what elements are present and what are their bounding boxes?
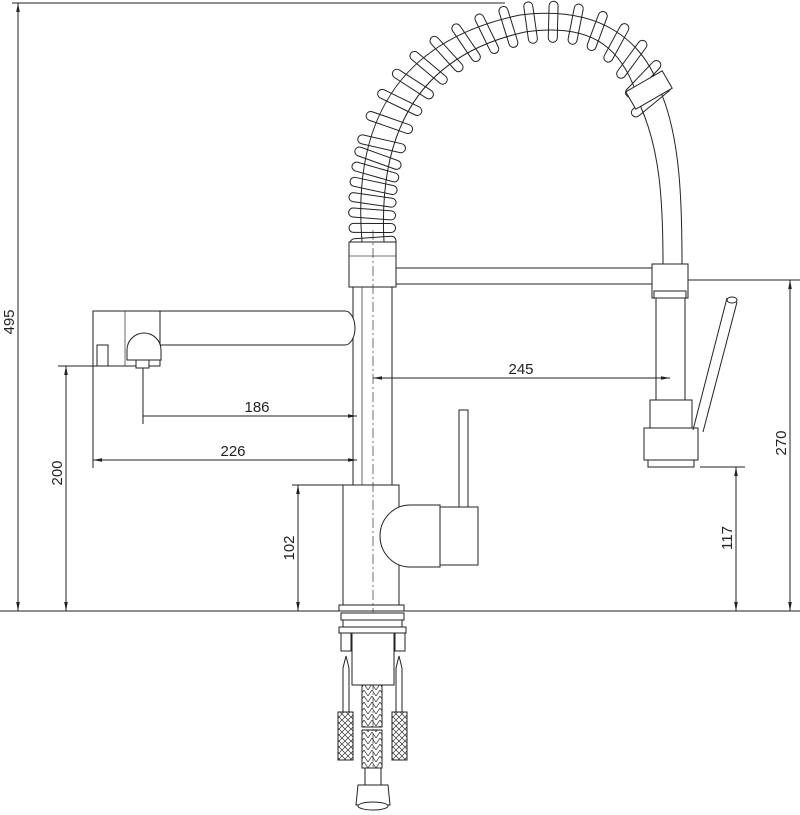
hose-right-inner [639, 104, 664, 265]
spring-coil [351, 161, 400, 183]
dimension-495: 495 [1, 2, 505, 611]
cartridge-housing [379, 504, 441, 568]
spring-coil [377, 88, 423, 116]
dimension-102: 102 [281, 484, 343, 611]
spring-coil [365, 110, 414, 135]
spring-coil [348, 222, 397, 234]
spring-coil [567, 3, 584, 45]
handle-lever [458, 409, 469, 508]
spring-coil [474, 13, 500, 54]
spring-coil [409, 50, 448, 85]
dimension-245: 245 [373, 361, 670, 380]
swivel-spout [92, 310, 356, 369]
spring-coil [523, 1, 538, 44]
spout-column [348, 241, 397, 486]
dimension-label-117: 117 [719, 526, 736, 550]
hose-end-collar [625, 70, 673, 110]
spring-coil [348, 207, 397, 221]
spring-coil [603, 23, 630, 63]
sprayer [643, 263, 738, 468]
dimension-186: 186 [142, 368, 357, 424]
dimension-label-200: 200 [49, 460, 66, 485]
hose-right-outer [661, 94, 683, 265]
mounting-hardware [337, 612, 408, 811]
dimension-label-186: 186 [244, 399, 269, 416]
spring-coil [586, 10, 608, 51]
spring-coil [616, 39, 648, 79]
spring-coil [349, 176, 398, 195]
dimension-label-102: 102 [281, 535, 298, 560]
spring-coil [391, 68, 434, 100]
spring-coil [354, 146, 402, 170]
spring-coil [429, 35, 464, 73]
dimension-label-270: 270 [773, 430, 790, 455]
dimension-270: 270 [688, 279, 800, 611]
faucet-body [338, 409, 479, 612]
holder-arm [395, 267, 653, 285]
spring-coil [348, 192, 397, 208]
dimension-label-245: 245 [508, 361, 533, 378]
dimension-226: 226 [92, 366, 357, 468]
spring-coil [451, 23, 481, 63]
spring-hose [348, 0, 683, 265]
spring-coil [357, 134, 406, 154]
spring-coil [547, 0, 559, 43]
dimension-200: 200 [49, 365, 100, 611]
spring-coil [498, 5, 519, 48]
dimension-label-226: 226 [220, 443, 245, 460]
handle-base [439, 506, 479, 566]
dimension-117: 117 [700, 466, 745, 611]
dimension-label-495: 495 [1, 309, 18, 334]
